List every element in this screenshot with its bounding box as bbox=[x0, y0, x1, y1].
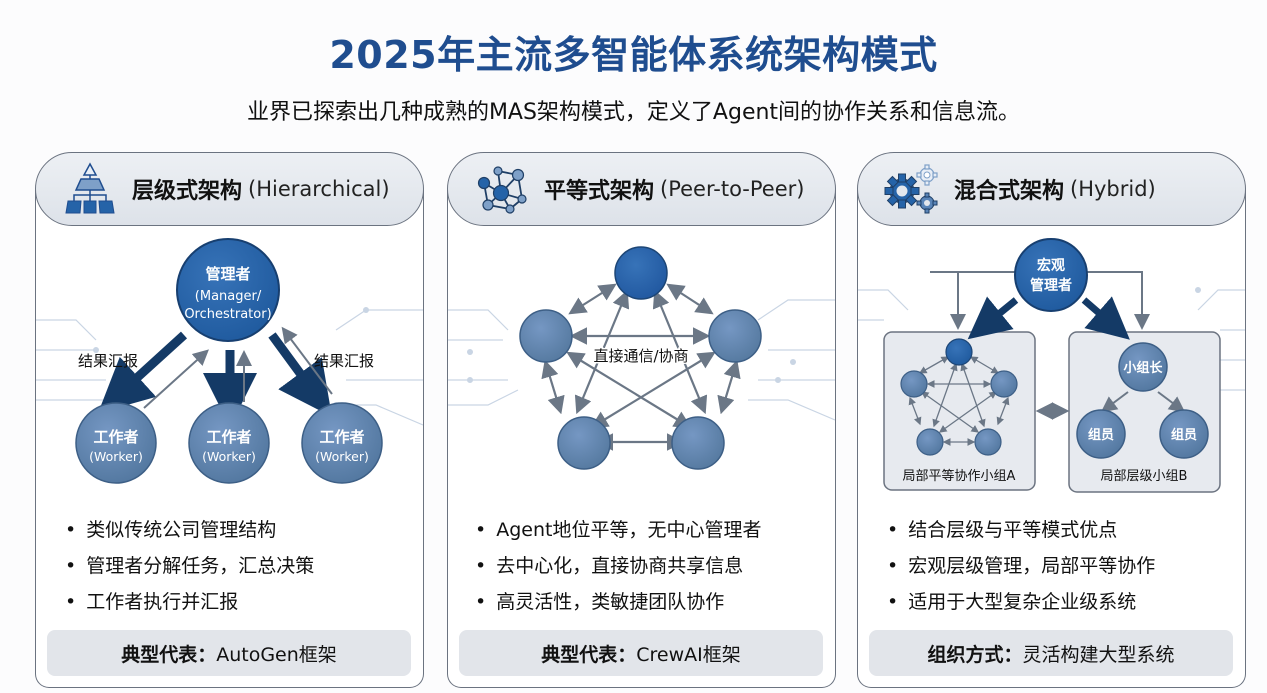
panel-header-hierarchical: 层级式架构 (Hierarchical) bbox=[35, 152, 424, 226]
svg-text:宏观: 宏观 bbox=[1037, 257, 1065, 274]
peer-node bbox=[990, 370, 1018, 398]
panel-footer: 典型代表：CrewAI框架 bbox=[459, 630, 823, 676]
page-title: 2025年主流多智能体系统架构模式 bbox=[329, 33, 938, 77]
footer-label: 典型代表： bbox=[121, 643, 217, 666]
panel-header-peer-to-peer: 平等式架构 (Peer-to-Peer) bbox=[447, 152, 836, 226]
peer-to-peer-diagram: 直接通信/协商 bbox=[448, 246, 835, 470]
macro-manager-node: 宏观 管理者 bbox=[1014, 238, 1088, 312]
report-arrow bbox=[281, 326, 333, 395]
feature-item: 高灵活性，类敏捷团队协作 bbox=[475, 584, 761, 620]
peer-node bbox=[708, 309, 762, 363]
feature-list: 结合层级与平等模式优点 宏观层级管理，局部平等协作 适用于大型复杂企业级系统 bbox=[887, 512, 1155, 620]
feature-item: 宏观层级管理，局部平等协作 bbox=[887, 548, 1155, 584]
group-leader-node: 小组长 bbox=[1118, 342, 1168, 392]
group-a-label: 局部平等协作小组A bbox=[903, 468, 1016, 484]
panel-header-hybrid: 混合式架构 (Hybrid) bbox=[857, 152, 1246, 226]
circuit-decoration bbox=[858, 287, 1245, 391]
peer-center-label: 直接通信/协商 bbox=[593, 347, 688, 365]
panel-title-en: (Peer-to-Peer) bbox=[660, 177, 805, 201]
worker-node: 工作者 (Worker) bbox=[75, 402, 157, 484]
delegation-arrow bbox=[1081, 296, 1130, 340]
svg-text:Orchestrator): Orchestrator) bbox=[184, 307, 271, 322]
circuit-decoration bbox=[448, 299, 835, 421]
footer-label: 组织方式： bbox=[927, 643, 1023, 666]
network-nodes-icon bbox=[477, 166, 527, 214]
hierarchical-diagram: 结果汇报 结果汇报 管理者 (Manager/ Orchestrator) 工作… bbox=[36, 238, 423, 484]
peer-node bbox=[557, 416, 611, 470]
svg-text:工作者: 工作者 bbox=[319, 428, 364, 446]
gears-icon bbox=[884, 164, 938, 214]
svg-text:(Worker): (Worker) bbox=[202, 449, 256, 464]
panel-title: 平等式架构 bbox=[544, 179, 655, 204]
group-b-label: 局部层级小组B bbox=[1101, 469, 1188, 484]
feature-item: 去中心化，直接协商共享信息 bbox=[475, 548, 761, 584]
manager-connector bbox=[930, 271, 966, 330]
panel-title: 混合式架构 bbox=[954, 179, 1065, 204]
report-label-left: 结果汇报 bbox=[78, 352, 138, 370]
peer-connections bbox=[541, 283, 741, 451]
delegation-arrow bbox=[967, 296, 1019, 340]
footer-value: 灵活构建大型系统 bbox=[1022, 643, 1175, 666]
svg-text:管理者: 管理者 bbox=[1030, 277, 1072, 294]
panel-title-en: (Hybrid) bbox=[1070, 177, 1156, 201]
peer-node bbox=[671, 416, 725, 470]
panel-title-en: (Hierarchical) bbox=[248, 177, 390, 201]
delegation-arrow bbox=[98, 331, 188, 414]
worker-node: 工作者 (Worker) bbox=[188, 402, 270, 484]
panel-title: 层级式架构 bbox=[132, 179, 243, 204]
footer-value: AutoGen框架 bbox=[216, 643, 337, 666]
delegation-arrow bbox=[268, 332, 332, 417]
svg-text:(Worker): (Worker) bbox=[315, 449, 369, 464]
footer-label: 典型代表： bbox=[541, 643, 637, 666]
panel-footer: 组织方式：灵活构建大型系统 bbox=[869, 630, 1233, 676]
svg-text:管理者: 管理者 bbox=[205, 265, 250, 283]
feature-item: 适用于大型复杂企业级系统 bbox=[887, 584, 1155, 620]
svg-text:组员: 组员 bbox=[1088, 427, 1114, 443]
group-member-node: 组员 bbox=[1159, 409, 1209, 459]
hybrid-diagram: 宏观 管理者 局部平等协作小组A 小组长 组员 组员 局部层级小组B bbox=[858, 238, 1245, 493]
pyramid-hierarchy-icon bbox=[65, 162, 115, 214]
feature-item: 类似传统公司管理结构 bbox=[65, 512, 314, 548]
svg-text:小组长: 小组长 bbox=[1123, 360, 1163, 376]
panel-footer: 典型代表：AutoGen框架 bbox=[47, 630, 411, 676]
svg-text:组员: 组员 bbox=[1171, 427, 1197, 443]
feature-list: Agent地位平等，无中心管理者 去中心化，直接协商共享信息 高灵活性，类敏捷团… bbox=[475, 512, 761, 620]
peer-node bbox=[945, 338, 973, 366]
peer-node bbox=[614, 246, 668, 300]
page-subtitle: 业界已探索出几种成熟的MAS架构模式，定义了Agent间的协作关系和信息流。 bbox=[246, 100, 1021, 125]
feature-item: 管理者分解任务，汇总决策 bbox=[65, 548, 314, 584]
worker-node: 工作者 (Worker) bbox=[301, 402, 383, 484]
group-a-connections bbox=[908, 356, 1010, 446]
feature-item: 工作者执行并汇报 bbox=[65, 584, 314, 620]
manager-node: 管理者 (Manager/ Orchestrator) bbox=[176, 238, 280, 342]
peer-node bbox=[916, 428, 944, 456]
report-label-right: 结果汇报 bbox=[314, 352, 374, 370]
svg-text:(Worker): (Worker) bbox=[89, 449, 143, 464]
leader-arrow bbox=[1157, 391, 1186, 413]
feature-list: 类似传统公司管理结构 管理者分解任务，汇总决策 工作者执行并汇报 bbox=[65, 512, 314, 620]
leader-arrow bbox=[1100, 391, 1129, 413]
feature-item: Agent地位平等，无中心管理者 bbox=[475, 512, 761, 548]
svg-text:工作者: 工作者 bbox=[206, 428, 251, 446]
report-arrow bbox=[143, 349, 209, 409]
svg-text:(Manager/: (Manager/ bbox=[195, 289, 262, 304]
footer-value: CrewAI框架 bbox=[636, 643, 741, 666]
peer-node bbox=[519, 309, 573, 363]
peer-node bbox=[974, 428, 1002, 456]
svg-text:工作者: 工作者 bbox=[93, 428, 138, 446]
feature-item: 结合层级与平等模式优点 bbox=[887, 512, 1155, 548]
group-member-node: 组员 bbox=[1076, 409, 1126, 459]
peer-node bbox=[900, 370, 928, 398]
